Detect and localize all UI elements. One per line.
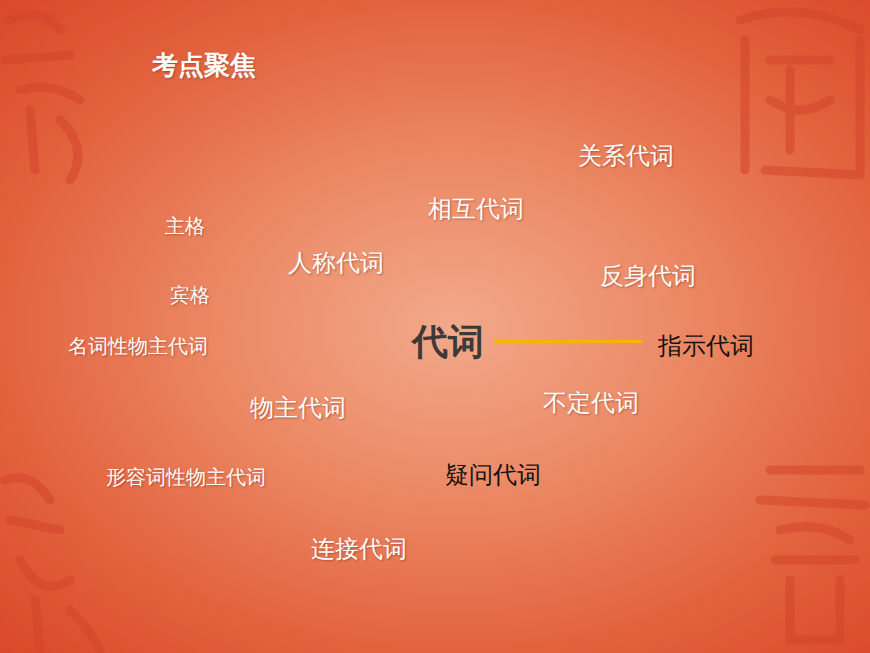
term-label: 宾格: [170, 283, 210, 307]
term-label: 人称代词: [288, 249, 384, 278]
term-label: 相互代词: [428, 195, 524, 224]
seal-strokes: [5, 12, 865, 650]
connector-line: [494, 340, 642, 343]
term-label: 关系代词: [578, 142, 674, 171]
term-label: 连接代词: [311, 535, 407, 564]
term-label: 形容词性物主代词: [106, 465, 266, 489]
slide-title: 考点聚焦: [152, 50, 256, 81]
term-label: 反身代词: [600, 262, 696, 291]
term-label: 物主代词: [250, 394, 346, 423]
term-label: 名词性物主代词: [68, 334, 208, 358]
term-label: 不定代词: [543, 389, 639, 418]
term-text: 代词: [412, 320, 484, 363]
central-term: 代词: [408, 318, 488, 365]
branch-term: 指示代词: [654, 330, 758, 363]
term-label: 主格: [165, 214, 205, 238]
term-text: 指示代词: [658, 332, 754, 361]
term-label: 疑问代词: [445, 461, 541, 490]
